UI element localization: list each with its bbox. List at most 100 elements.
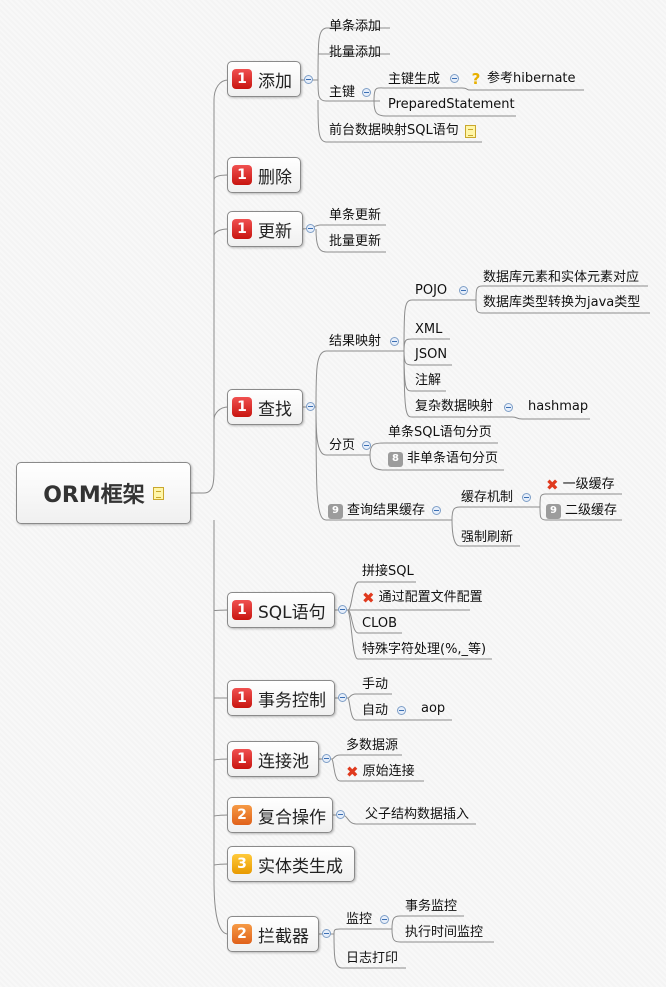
leaf-result-cache-label: 查询结果缓存 [347,503,426,518]
priority-badge: 1 [232,397,252,417]
branch-label: SQL语句 [258,602,326,623]
priority-badge: 1 [232,749,252,769]
leaf-tx-monitor[interactable]: 事务监控 [405,899,458,914]
leaf-special-chars[interactable]: 特殊字符处理(%,_等) [362,642,487,657]
branch-label: 复合操作 [258,807,326,828]
leaf-db-entity-map[interactable]: 数据库元素和实体元素对应 [483,270,640,285]
leaf-exec-time-monitor[interactable]: 执行时间监控 [405,925,484,940]
branch-add[interactable]: 1 添加 [227,61,301,97]
leaf-batch-add[interactable]: 批量添加 [329,45,382,60]
leaf-complex-mapping[interactable]: 复杂数据映射 [415,399,494,414]
leaf-ref-hibernate[interactable]: ? 参考hibernate [470,71,576,87]
collapse-icon[interactable] [336,810,345,819]
leaf-multi-paging[interactable]: 8 非单条语句分页 [388,451,498,467]
collapse-icon[interactable] [362,88,371,97]
leaf-cache-mechanism[interactable]: 缓存机制 [461,490,514,505]
collapse-icon[interactable] [522,493,531,502]
leaf-pojo[interactable]: POJO [415,283,448,298]
collapse-icon[interactable] [306,402,315,411]
leaf-multi-datasource[interactable]: 多数据源 [346,738,399,753]
collapse-icon[interactable] [450,74,459,83]
note-icon [464,124,476,138]
branch-transaction[interactable]: 1 事务控制 [227,680,335,716]
priority-badge: 1 [232,165,252,185]
leaf-force-refresh[interactable]: 强制刷新 [461,530,514,545]
priority-badge-8: 8 [388,451,403,467]
leaf-concat-sql[interactable]: 拼接SQL [362,564,414,579]
cross-icon: ✖ [546,476,559,494]
branch-interceptor[interactable]: 2 拦截器 [227,916,319,952]
leaf-aop[interactable]: aop [421,701,446,716]
leaf-annotation[interactable]: 注解 [415,373,442,388]
leaf-frontend-mapping[interactable]: 前台数据映射SQL语句 [329,123,476,139]
leaf-db-type-java[interactable]: 数据库类型转换为java类型 [483,295,641,310]
leaf-manual[interactable]: 手动 [362,677,389,692]
leaf-prepared-statement[interactable]: PreparedStatement [388,97,515,112]
leaf-single-add[interactable]: 单条添加 [329,19,382,34]
branch-sql[interactable]: 1 SQL语句 [227,592,335,628]
collapse-icon[interactable] [380,915,389,924]
collapse-icon[interactable] [338,693,347,702]
leaf-json[interactable]: JSON [415,347,448,362]
branch-entity[interactable]: 3 实体类生成 [227,846,355,882]
leaf-clob[interactable]: CLOB [362,616,398,631]
leaf-monitor[interactable]: 监控 [346,912,373,927]
priority-badge: 2 [232,805,252,825]
leaf-paging[interactable]: 分页 [329,438,356,453]
branch-label: 更新 [258,221,292,242]
collapse-icon[interactable] [322,754,331,763]
leaf-batch-update[interactable]: 批量更新 [329,234,382,249]
collapse-icon[interactable] [432,506,441,515]
leaf-level2-cache-label: 二级缓存 [565,503,618,518]
branch-pool[interactable]: 1 连接池 [227,741,319,777]
leaf-level1-cache-label: 一级缓存 [562,477,615,492]
note-icon [152,486,164,500]
branch-compound[interactable]: 2 复合操作 [227,797,333,833]
branch-label: 连接池 [258,751,309,772]
leaf-level2-cache[interactable]: 9 二级缓存 [546,503,617,519]
collapse-icon[interactable] [397,706,406,715]
branch-label: 拦截器 [258,926,309,947]
collapse-icon[interactable] [504,403,513,412]
priority-badge: 1 [232,688,252,708]
leaf-raw-connection-label: 原始连接 [362,764,415,779]
leaf-log-print[interactable]: 日志打印 [346,951,399,966]
priority-badge: 1 [232,219,252,239]
priority-badge: 1 [232,600,252,620]
leaf-config-file[interactable]: ✖ 通过配置文件配置 [362,590,483,606]
leaf-config-file-label: 通过配置文件配置 [378,590,483,605]
leaf-parent-child-insert[interactable]: 父子结构数据插入 [365,807,470,822]
question-icon: ? [471,70,481,88]
root-node[interactable]: ORM框架 [16,462,191,524]
leaf-raw-connection[interactable]: ✖ 原始连接 [346,764,415,780]
collapse-icon[interactable] [306,224,315,233]
branch-label: 事务控制 [258,690,326,711]
priority-badge-9: 9 [546,503,561,519]
leaf-ref-hibernate-label: 参考hibernate [487,71,576,86]
cross-icon: ✖ [346,763,359,781]
leaf-result-cache[interactable]: 9 查询结果缓存 [328,503,425,519]
leaf-single-sql-paging[interactable]: 单条SQL语句分页 [388,425,492,440]
collapse-icon[interactable] [459,286,468,295]
branch-label: 实体类生成 [258,856,343,877]
leaf-level1-cache[interactable]: ✖ 一级缓存 [546,477,615,493]
leaf-primary-key[interactable]: 主键 [329,85,356,100]
leaf-hashmap[interactable]: hashmap [528,399,589,414]
branch-delete[interactable]: 1 删除 [227,157,301,193]
branch-update[interactable]: 1 更新 [227,211,303,247]
branch-label: 添加 [258,71,292,92]
leaf-key-generation[interactable]: 主键生成 [388,72,441,87]
collapse-icon[interactable] [390,337,399,346]
leaf-result-mapping[interactable]: 结果映射 [329,334,382,349]
leaf-multi-paging-label: 非单条语句分页 [407,451,499,466]
collapse-icon[interactable] [362,441,371,450]
collapse-icon[interactable] [304,75,313,84]
branch-find[interactable]: 1 查找 [227,389,303,425]
leaf-single-update[interactable]: 单条更新 [329,208,382,223]
cross-icon: ✖ [362,589,375,607]
collapse-icon[interactable] [338,605,347,614]
leaf-auto[interactable]: 自动 [362,703,389,718]
collapse-icon[interactable] [322,929,331,938]
leaf-xml[interactable]: XML [415,322,443,337]
